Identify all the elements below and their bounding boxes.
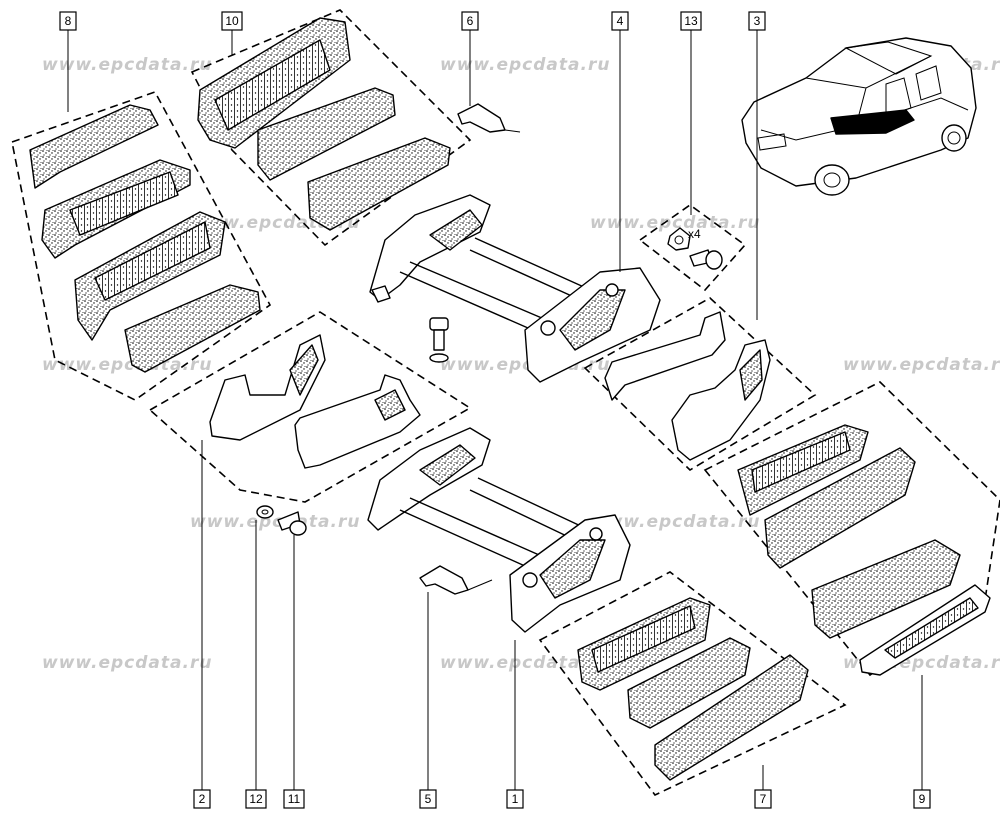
callout-9: 9 <box>913 789 931 809</box>
watermark-text: www.epcdata.ru <box>42 55 212 75</box>
callout-label: 7 <box>760 792 767 806</box>
watermark-text: www.epcdata.ru <box>190 512 360 532</box>
group-outline-13 <box>638 204 747 292</box>
part-7b <box>627 637 751 729</box>
callout-8: 8 <box>59 11 77 31</box>
callout-13: 13 <box>680 11 702 31</box>
watermark-text: www.epcdata.ru <box>590 213 760 233</box>
callout-label: 13 <box>684 14 698 28</box>
callout-label: 8 <box>65 14 72 28</box>
center-bolt-washer <box>429 317 449 363</box>
callout-label: 9 <box>919 792 926 806</box>
part-6-clip <box>457 103 521 133</box>
callout-label: 1 <box>512 792 519 806</box>
washer-12-bolt-11 <box>256 505 307 536</box>
group-outline-7 <box>538 571 847 797</box>
upper-seat-frame <box>369 194 661 383</box>
fastener-qty-label: x4 <box>688 227 701 241</box>
lower-seat-frame <box>367 427 631 633</box>
part-group-10 <box>197 17 451 231</box>
watermark-text: www.epcdata.ru <box>440 653 610 673</box>
callout-1: 1 <box>506 789 524 809</box>
watermark-text: www.epcdata.ru <box>590 512 760 532</box>
group-outline-3 <box>583 297 817 472</box>
callout-5: 5 <box>419 789 437 809</box>
callout-10: 10 <box>221 11 243 31</box>
callout-label: 10 <box>225 14 239 28</box>
part-7c <box>654 654 809 781</box>
callout-12: 12 <box>245 789 267 809</box>
part-group-13: x4 <box>667 227 723 270</box>
watermark-text: www.epcdata.ru <box>843 355 1000 375</box>
callout-label: 4 <box>617 14 624 28</box>
part-10c <box>307 137 451 231</box>
part-5-clip <box>419 565 493 595</box>
car-thumbnail-icon <box>741 37 977 196</box>
watermark-text: www.epcdata.ru <box>42 355 212 375</box>
watermark-text: www.epcdata.ru <box>440 55 610 75</box>
part-8a <box>29 104 159 189</box>
watermark-group: www.epcdata.ru www.epcdata.ru www.epcdat… <box>42 55 1000 673</box>
callout-label: 5 <box>425 792 432 806</box>
callout-4: 4 <box>611 11 629 31</box>
part-group-7 <box>577 597 809 781</box>
callout-label: 12 <box>249 792 263 806</box>
part-group-9 <box>737 424 991 676</box>
part-group-3 <box>604 311 771 461</box>
part-10b <box>257 87 396 181</box>
callout-label: 6 <box>467 14 474 28</box>
part-8d <box>124 284 261 373</box>
callout-label: 2 <box>199 792 206 806</box>
part-group-2 <box>209 334 421 469</box>
callout-11: 11 <box>283 789 305 809</box>
group-outline-9 <box>703 381 1000 677</box>
leader-lines <box>67 30 923 790</box>
part-9c <box>811 539 961 639</box>
part-group-8 <box>29 104 261 373</box>
callout-2: 2 <box>193 789 211 809</box>
callout-7: 7 <box>754 789 772 809</box>
callout-3: 3 <box>748 11 766 31</box>
callout-6: 6 <box>461 11 479 31</box>
watermark-text: www.epcdata.ru <box>42 653 212 673</box>
group-outline-2-11-12 <box>148 311 472 503</box>
callout-label: 11 <box>288 792 301 806</box>
part-9b <box>764 447 916 569</box>
callout-label: 3 <box>754 14 761 28</box>
